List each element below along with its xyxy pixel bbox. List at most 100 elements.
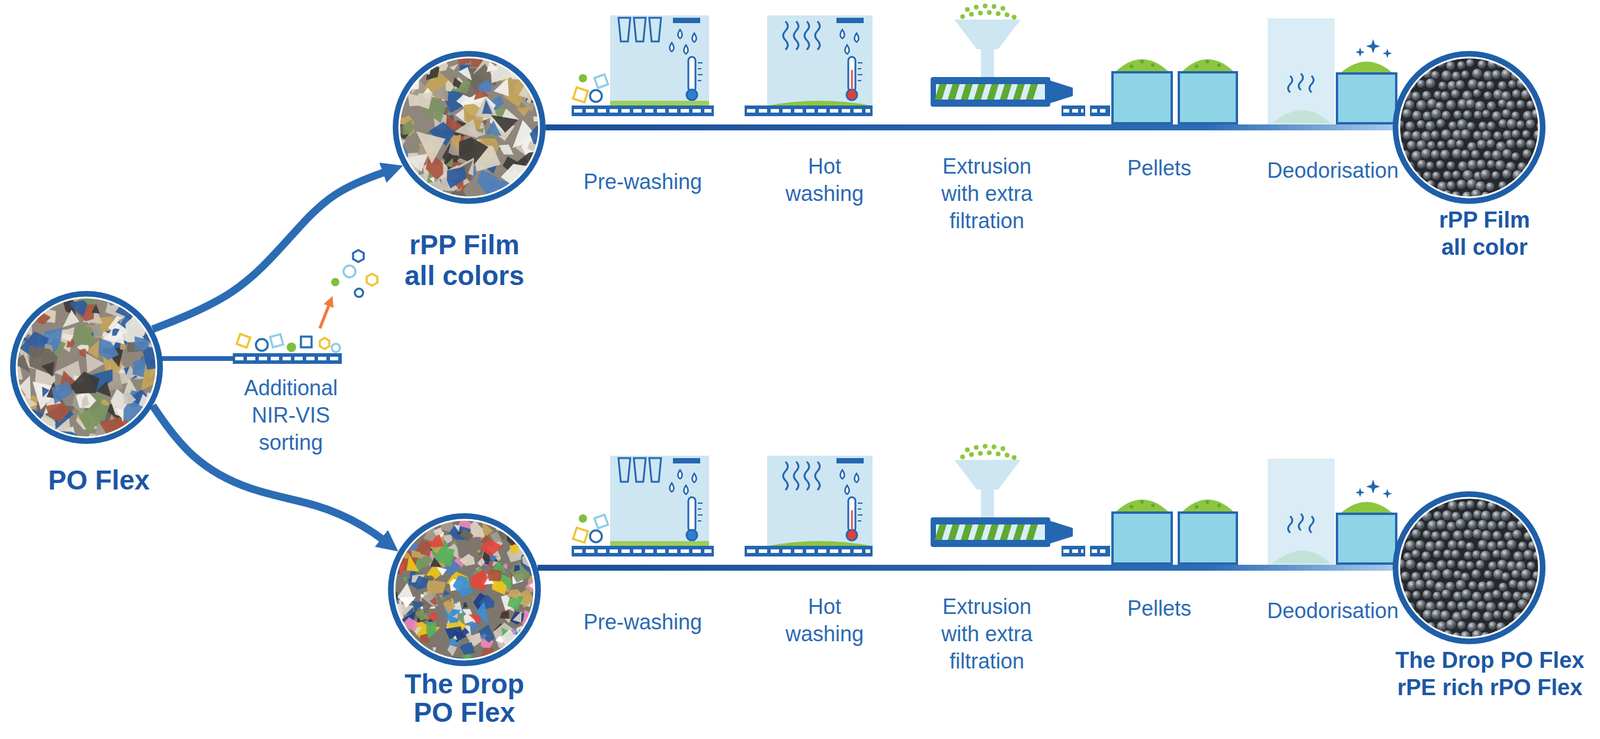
pellet (1511, 632, 1522, 643)
pellet (1512, 51, 1522, 61)
waste-piece (10, 421, 24, 439)
waste-piece (510, 611, 525, 625)
waste-piece (62, 309, 80, 328)
photo-ring (390, 515, 538, 663)
pellet (1517, 540, 1528, 551)
waste-piece (531, 512, 542, 522)
pellet (1395, 642, 1405, 644)
pellet (1540, 508, 1546, 518)
pellet (1511, 152, 1521, 162)
waste-piece (142, 295, 155, 308)
label-slot: Deodorisation (1258, 156, 1407, 185)
waste-piece (158, 425, 163, 436)
pellet (1530, 70, 1541, 81)
waste-piece (447, 644, 458, 656)
pellet (1543, 168, 1546, 179)
pellet (1525, 59, 1536, 70)
waste-piece (459, 80, 471, 94)
photo-ring-inner (399, 57, 540, 198)
step-label: Pre-washing (571, 168, 714, 196)
waste-piece (123, 390, 137, 404)
label-slot: Hot washing (780, 592, 870, 648)
pellet (1456, 178, 1467, 190)
node-label-slot: rPP Film all colors (398, 229, 532, 291)
pellet (1422, 529, 1432, 540)
pellet (1440, 129, 1452, 141)
waste-piece (480, 632, 487, 640)
pre-washing-icon (571, 15, 714, 117)
waste-piece (532, 521, 536, 526)
waste-piece (75, 391, 96, 409)
pellet (1470, 568, 1481, 579)
pellet (1515, 138, 1526, 149)
photo-fill (388, 512, 541, 666)
pellet (1542, 591, 1546, 601)
pellet (1420, 148, 1432, 160)
pellet (1532, 509, 1544, 521)
flow-line (537, 564, 1393, 571)
node-label-slot: The Drop PO Flex rPE rich rPO Flex (1386, 646, 1594, 701)
pellet (1440, 530, 1451, 541)
waste-piece (476, 549, 482, 553)
waste-piece (536, 174, 544, 182)
pellet (1476, 139, 1487, 150)
pellet (1506, 539, 1518, 551)
circle-outline (1392, 491, 1546, 644)
waste-piece (405, 193, 422, 204)
pellet (1465, 58, 1475, 68)
pellet (1402, 631, 1412, 641)
waste-piece (433, 646, 437, 652)
pellet (1543, 149, 1546, 160)
waste-piece (154, 405, 163, 426)
waste-piece (528, 187, 541, 198)
photo-ground (1392, 50, 1546, 204)
pellet (1467, 78, 1479, 91)
pellet (1486, 159, 1496, 170)
photo-circle: PO Flex (10, 290, 163, 444)
label-slot: Extrusion with extra filtration (936, 152, 1038, 235)
waste-piece (533, 70, 546, 92)
pellet (1465, 98, 1477, 110)
waste-piece (388, 512, 402, 524)
pellet (1402, 509, 1412, 519)
waste-piece (497, 658, 508, 666)
node-label-slot: PO Flex (21, 464, 176, 496)
pellet (1541, 530, 1546, 541)
waste-piece (443, 590, 451, 596)
waste-piece (449, 63, 459, 71)
pellet (1471, 68, 1483, 80)
label-slot: Pellets (1114, 594, 1204, 622)
pellet (1414, 578, 1426, 590)
pellet (1437, 641, 1447, 644)
pellet (1430, 149, 1441, 160)
circle-outline (1392, 50, 1546, 204)
pellet (1406, 499, 1417, 511)
pellet (1415, 99, 1428, 111)
waste-piece (85, 353, 105, 374)
pellet (1520, 568, 1532, 580)
pellet (1460, 588, 1472, 600)
waste-piece (70, 371, 100, 394)
waste-piece (470, 569, 489, 587)
waste-piece (119, 369, 125, 374)
pellet (1492, 130, 1503, 141)
pellet (1492, 610, 1503, 620)
waste-piece (452, 612, 458, 618)
pellet (1496, 540, 1506, 550)
pellet (1512, 550, 1524, 562)
waste-piece (486, 568, 503, 582)
pellet (1463, 550, 1473, 560)
pellet (1451, 170, 1461, 179)
process-step-icons (571, 443, 1397, 566)
pellet (1535, 500, 1546, 512)
pellet (1460, 128, 1472, 140)
pellet (1533, 170, 1544, 181)
waste-piece (429, 176, 435, 184)
pellet (1471, 610, 1482, 621)
pellet (1445, 619, 1457, 631)
pellet (1476, 80, 1487, 91)
pellet (1476, 499, 1487, 511)
pellet (1501, 108, 1512, 119)
waste-piece (445, 79, 455, 92)
